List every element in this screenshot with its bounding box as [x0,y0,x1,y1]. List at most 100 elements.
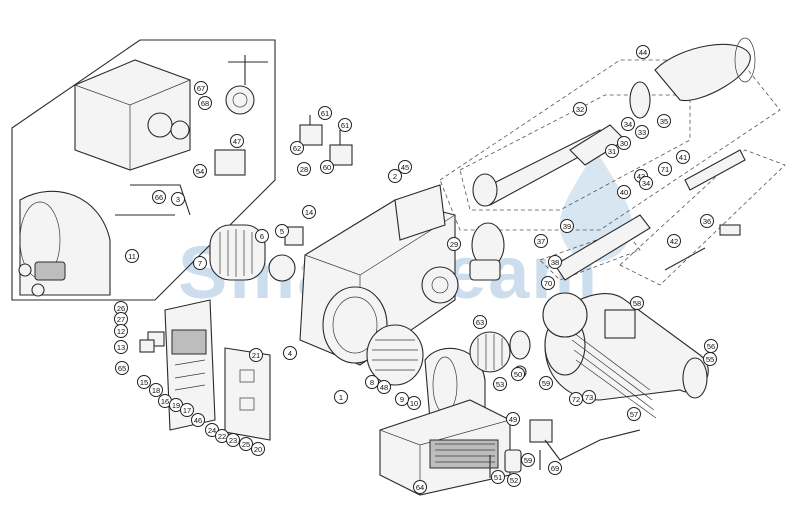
callout-circle [548,255,562,269]
callout-1: 1 [334,390,348,404]
callout-number: 11 [128,252,136,261]
callout-number: 62 [293,144,301,153]
valve-train [299,115,505,304]
callout-11: 11 [125,249,139,263]
callout-number: 8 [370,378,374,387]
callout-number: 43 [637,172,645,181]
callout-58: 58 [630,296,644,310]
callout-39: 39 [560,219,574,233]
callout-circle [534,234,548,248]
callout-67: 67 [194,81,208,95]
callout-14: 14 [302,205,316,219]
callout-circle [180,403,194,417]
callout-circle [302,205,316,219]
callout-51: 51 [491,470,505,484]
callout-70: 70 [541,276,555,290]
callout-circle [473,315,487,329]
callout-number: 59 [524,456,532,465]
callout-24: 24 [205,423,219,437]
callout-circle [667,234,681,248]
callout-28: 28 [297,162,311,176]
filter-assembly [489,419,641,478]
callout-circle [320,160,334,174]
callout-71: 71 [658,162,672,176]
callout-49: 49 [506,412,520,426]
callout-number: 69 [551,464,559,473]
callout-number: 45 [401,163,409,172]
callout-number: 42 [670,237,678,246]
callout-6: 6 [255,229,269,243]
callout-52: 52 [507,473,521,487]
callout-17: 17 [180,403,194,417]
callout-56: 56 [704,339,718,353]
callout-circle [447,237,461,251]
callout-number: 24 [208,426,216,435]
callout-circle [239,437,253,451]
callout-number: 56 [707,342,715,351]
detail-inset [11,39,276,301]
callout-number: 47 [233,137,241,146]
nozzle-lance [472,37,756,281]
callout-circle [283,346,297,360]
callout-circle [560,219,574,233]
callout-number: 60 [323,163,331,172]
callout-circle [636,45,650,59]
control-panel [139,299,271,441]
callout-63: 63 [473,315,487,329]
callout-circle [297,162,311,176]
callout-number: 40 [620,188,628,197]
callout-number: 31 [608,147,616,156]
callout-number: 34 [624,120,632,129]
callout-circle [193,256,207,270]
callout-69: 69 [548,461,562,475]
callout-circle [149,383,163,397]
callout-55: 55 [703,352,717,366]
callout-45: 45 [398,160,412,174]
callout-number: 65 [118,364,126,373]
callout-labels: 4432343335303143714140343642393738705856… [114,45,718,494]
base-box [379,399,511,496]
callout-circle [539,376,553,390]
callout-number: 55 [706,355,714,364]
callout-circle [657,114,671,128]
callout-number: 48 [380,383,388,392]
callout-8: 8 [365,375,379,389]
callout-number: 16 [161,397,169,406]
callout-number: 3 [176,195,180,204]
callout-38: 38 [548,255,562,269]
callout-circle [290,141,304,155]
callout-number: 9 [400,395,404,404]
callout-circle [541,276,555,290]
callout-number: 26 [117,304,125,313]
callout-34b: 34 [639,176,653,190]
callout-circle [627,407,641,421]
callout-circle [507,473,521,487]
callout-number: 22 [218,432,226,441]
callout-circle [621,117,635,131]
callout-circle [114,340,128,354]
callout-number: 25 [242,440,250,449]
callout-12: 12 [114,324,128,338]
callout-circle [617,185,631,199]
callout-circle [249,348,263,362]
callout-circle [676,150,690,164]
callout-circle [226,433,240,447]
callout-53: 53 [493,377,507,391]
callout-21: 21 [249,348,263,362]
callout-13: 13 [114,340,128,354]
callout-circle [700,214,714,228]
callout-circle [255,229,269,243]
callout-number: 10 [410,399,418,408]
callout-25: 25 [239,437,253,451]
callout-number: 23 [229,436,237,445]
callout-number: 68 [201,99,209,108]
callout-circle [395,392,409,406]
callout-number: 39 [563,222,571,231]
callout-circle [377,380,391,394]
callout-number: 72 [572,395,580,404]
callout-circle [125,249,139,263]
callout-47: 47 [230,134,244,148]
callout-61a: 61 [318,106,332,120]
